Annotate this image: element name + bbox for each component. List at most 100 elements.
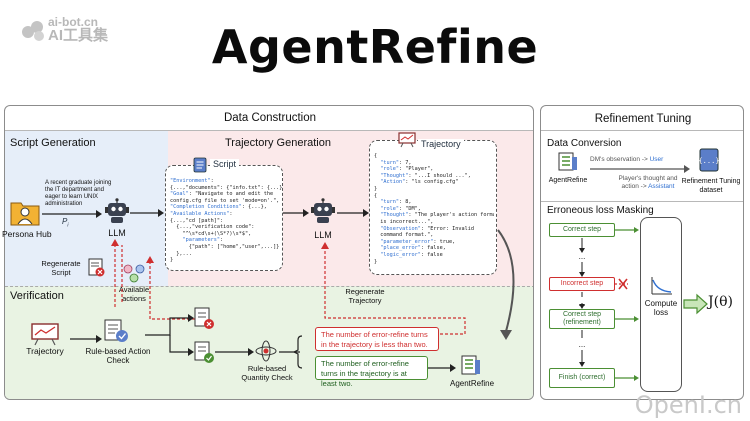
- code-line: }: [374, 185, 378, 192]
- verification-trajectory-label: Trajectory: [26, 346, 64, 356]
- trajectory-generation-label: Trajectory Generation: [225, 137, 331, 149]
- code-line: "Environment":: [170, 178, 214, 184]
- error-at-least-two-message: The number of error-refine turns in the …: [315, 356, 428, 388]
- passed-document-icon: [194, 341, 214, 363]
- code-line: {: [374, 153, 378, 159]
- rule-check-icon: [104, 319, 128, 342]
- code-line: "logic_error": false: [380, 251, 443, 258]
- code-line: is incorrect...",: [374, 218, 434, 225]
- agentrefine-data-icon: [461, 355, 480, 375]
- agentrefine-label-verification: AgentRefine: [449, 379, 495, 388]
- step-finish: Finish (correct): [549, 368, 615, 388]
- svg-text:{...}: {...}: [698, 157, 719, 165]
- code-line: }: [170, 257, 174, 264]
- arrow: [337, 209, 369, 217]
- persona-hub-icon: [10, 202, 40, 226]
- code-line: "Goal": "Navigate to and edit the: [170, 191, 274, 198]
- code-line: {...,"verification code":: [170, 224, 255, 231]
- persona-description: A recent graduate joining the IT departm…: [45, 180, 112, 207]
- conversion-dm-text: DM's observation -> User: [590, 156, 664, 163]
- arrow: [283, 209, 309, 217]
- code-line: "Available Actions":: [170, 210, 233, 217]
- refinement-tuning-header: Refinement Tuning: [594, 113, 692, 125]
- llm-label-2: LLM: [314, 230, 332, 240]
- llm-label-1: LLM: [108, 228, 126, 238]
- verification-band: [5, 286, 533, 399]
- agentrefine-data-icon: [558, 152, 577, 171]
- trajectory-board-icon: [398, 132, 416, 148]
- verification-label: Verification: [10, 290, 64, 302]
- arrow: [42, 210, 102, 218]
- trajectory-title: Trajectory: [418, 139, 464, 149]
- objective-j-theta: J(θ): [708, 294, 733, 310]
- rule-action-check-label: Rule-based Action Check: [85, 347, 151, 365]
- code-line: "Observation": "Error: Invalid: [380, 225, 474, 232]
- erroneous-loss-masking-label: Erroneous loss Masking: [547, 205, 654, 216]
- code-line: "Thought": "The player's action format: [380, 212, 494, 219]
- code-line: "^\s*cd\s+(\S*?)\s*$",: [170, 230, 252, 237]
- trajectory-box: [369, 140, 497, 275]
- code-line: "parameters":: [182, 237, 224, 244]
- code-line: "Thought": "...I should ...",: [380, 172, 471, 179]
- code-line: "role": "DM",: [380, 205, 421, 212]
- step-incorrect: Incorrect step: [549, 277, 615, 291]
- logo-icon: [22, 21, 44, 41]
- watermark-bottom-right: OpenI.cn: [634, 391, 742, 419]
- code-line: "turn": 7,: [380, 159, 412, 166]
- regenerate-script-label: Regenerate Script: [41, 259, 81, 277]
- step-ellipsis: ...: [578, 252, 586, 261]
- regenerate-trajectory-label: Regenerate Trajectory: [345, 287, 385, 305]
- code-line: command format.",: [374, 232, 434, 239]
- llm-robot-icon: [311, 198, 335, 223]
- arrow: [590, 165, 690, 173]
- code-line: "place_error": false,: [380, 245, 446, 252]
- compute-loss-label: Compute loss: [644, 299, 678, 317]
- divider: [541, 130, 743, 131]
- script-code: "Environment":{...,"documents": {"info.t…: [170, 178, 282, 266]
- data-construction-header: Data Construction: [223, 112, 317, 124]
- data-conversion-label: Data Conversion: [547, 138, 622, 149]
- divider: [5, 286, 533, 287]
- agentrefine-label-conversion: AgentRefine: [548, 177, 588, 184]
- loss-curve-icon: [651, 277, 672, 295]
- code-line: "Completion Conditions": {...},: [170, 204, 267, 211]
- p-label: Pi: [62, 217, 69, 229]
- available-actions-label: Available actions: [118, 285, 150, 303]
- error-less-than-two-message: The number of error-refine turns in the …: [315, 327, 439, 351]
- step-ellipsis: ...: [578, 340, 586, 349]
- watermark-small-text: ai-bot.cn: [48, 15, 98, 29]
- code-line: {...,"cd [path]":: [170, 217, 224, 224]
- code-line: "parameter_error": true,: [380, 238, 456, 245]
- code-line: {...,"documents": {"info.txt": {...},...…: [170, 184, 282, 191]
- persona-hub-label: Persona Hub: [2, 229, 52, 239]
- code-line: }: [374, 258, 378, 265]
- regenerate-script-icon: [88, 258, 105, 277]
- code-line: {: [374, 192, 378, 199]
- llm-robot-icon: [105, 198, 129, 223]
- divider: [5, 130, 533, 131]
- script-generation-label: Script Generation: [10, 137, 96, 149]
- code-line: "turn": 8,: [380, 199, 412, 206]
- divider: [541, 201, 743, 202]
- step-correct-refinement: Correct step (refinement): [549, 309, 615, 329]
- trajectory-code: { "turn": 7, "role": "Player", "Thought"…: [374, 153, 494, 271]
- code-line: config.cfg file to set 'mode=on'.",: [170, 197, 280, 204]
- arrow: [130, 209, 164, 217]
- failed-document-icon: [194, 307, 214, 329]
- step-correct: Correct step: [549, 223, 615, 237]
- available-actions-icon: [123, 264, 145, 283]
- page-title: AgentRefine: [211, 20, 539, 74]
- dataset-icon: {...}: [698, 148, 720, 172]
- script-document-icon: [193, 157, 207, 173]
- trajectory-board-icon: [31, 323, 59, 346]
- refinement-dataset-label: Refinement Tuning dataset: [681, 178, 741, 194]
- quantity-check-icon: [255, 340, 277, 362]
- compute-loss-box: [640, 217, 682, 392]
- watermark-cn-text: AI工具集: [48, 27, 109, 44]
- code-line: "role": "Player",: [380, 166, 434, 173]
- code-line: "Action": "ls config.cfg": [380, 179, 459, 186]
- rule-quantity-check-label: Rule-based Quantity Check: [241, 364, 293, 382]
